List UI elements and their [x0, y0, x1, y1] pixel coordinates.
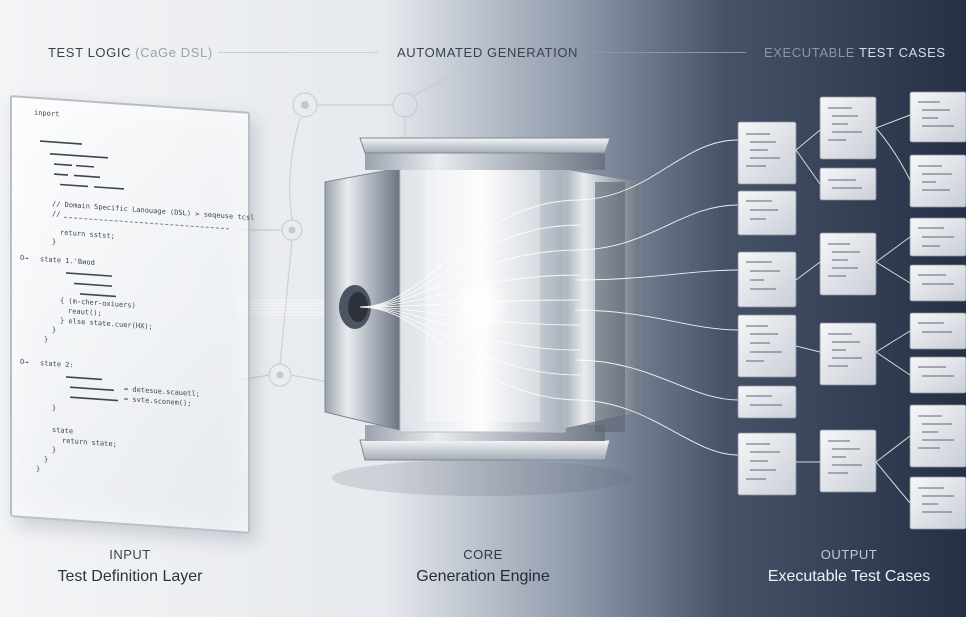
code-line: state 2:: [40, 359, 74, 370]
code-line: return state;: [62, 436, 117, 449]
code-line: }: [52, 403, 57, 413]
code-line: state 1.'Bиod: [40, 255, 95, 267]
output-label: OUTPUT: [820, 547, 878, 562]
code-separator: [64, 216, 229, 230]
header-test-logic-label: TEST LOGIC: [48, 45, 132, 60]
code-line: }: [44, 335, 49, 344]
header-divider-left: [218, 52, 378, 53]
code-line: } else state.cuer(HX);: [60, 316, 153, 331]
code-line: }: [52, 445, 57, 455]
code-line: }: [52, 237, 57, 247]
header-divider-right: [586, 52, 746, 53]
code-line: }: [52, 325, 57, 335]
core-label: CORE: [463, 547, 503, 562]
state-marker-icon: O→: [20, 357, 29, 367]
input-title: Test Definition Layer: [57, 568, 203, 585]
test-definition-panel: inport // Domain Specific Lanouage (DSL)…: [10, 95, 254, 534]
output-title: Executable Test Cases: [767, 568, 931, 585]
code-line: reaut();: [68, 307, 102, 318]
header-automated-generation: AUTOMATED GENERATION: [397, 45, 579, 60]
input-label: INPUT: [109, 547, 151, 562]
code-placeholder-lines: [66, 376, 118, 402]
code-line: return sstst;: [60, 228, 115, 241]
header-executable-label: EXECUTABLE: [764, 45, 856, 60]
header-test-logic: TEST LOGIC (CaGe DSL): [48, 45, 213, 60]
code-line: }: [44, 455, 49, 464]
core-title: Generation Engine: [416, 568, 550, 585]
header-test-cases-label: TEST CASES: [859, 45, 946, 60]
code-line: inport: [34, 108, 60, 119]
code-placeholder-lines: [40, 140, 124, 190]
header-executable-test-cases: EXECUTABLE TEST CASES: [764, 45, 946, 60]
header-dsl-label: (CaGe DSL): [135, 45, 213, 60]
code-line: //: [52, 209, 61, 219]
code-placeholder-lines: [66, 272, 116, 298]
state-marker-icon: O→: [20, 253, 29, 263]
code-line: state: [52, 425, 74, 436]
code-line: }: [36, 464, 41, 474]
